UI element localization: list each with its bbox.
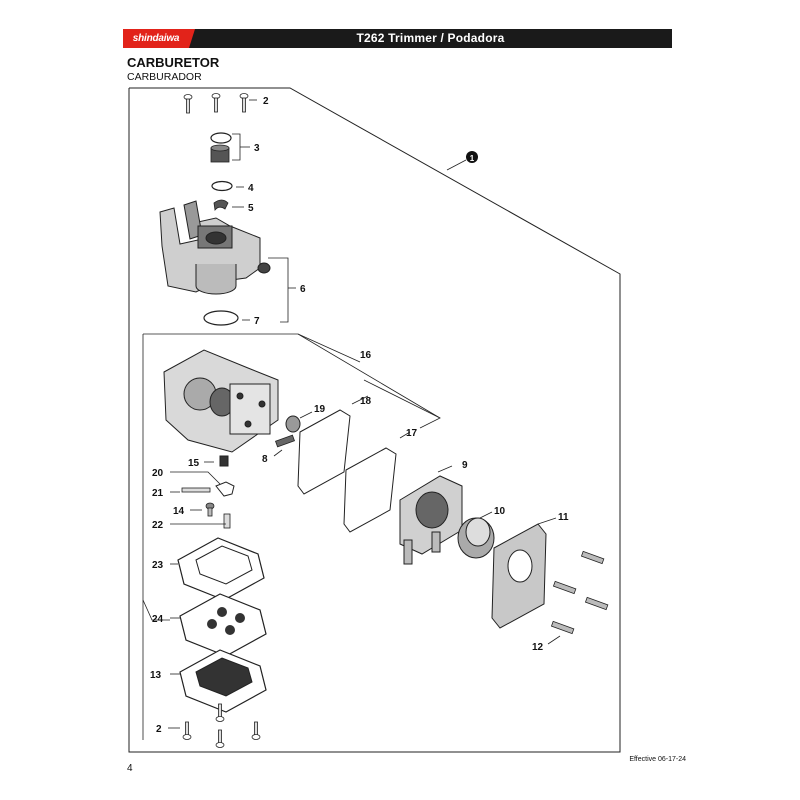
needle-8: [275, 434, 295, 448]
callout-7: 7: [254, 316, 260, 327]
effective-date: Effective 06-17-24: [629, 756, 686, 763]
callout-10: 10: [494, 506, 506, 517]
callout-15: 15: [188, 458, 200, 469]
needle-valve-22: [223, 513, 231, 529]
washer-4: [211, 180, 233, 192]
callout-24: 24: [152, 614, 164, 625]
o-ring-3: [210, 132, 232, 144]
callout-1-badge: [466, 151, 478, 163]
callout-22: 22: [152, 520, 164, 531]
callout-9: 9: [462, 460, 468, 471]
diaphragm-24: [179, 593, 267, 657]
callout-18: 18: [360, 396, 372, 407]
screw-14: [205, 502, 215, 517]
carb-housing-16: [163, 349, 279, 453]
assembly-outline: [128, 87, 621, 753]
pin-21: [181, 487, 211, 493]
callout-8: 8: [262, 454, 268, 465]
callout-11: 11: [558, 512, 569, 523]
jet-3: [210, 144, 230, 163]
section-subtitle: CARBURADOR: [127, 71, 202, 83]
screw-12-group: [550, 550, 609, 635]
page-header: shindaiwa T262 Trimmer / Podadora: [123, 29, 672, 48]
cover-11: [491, 523, 547, 629]
callout-19: 19: [314, 404, 326, 415]
callout-21: 21: [152, 488, 164, 499]
gasket-ring-7: [203, 310, 239, 326]
primer-bulb-10: [457, 517, 495, 559]
callout-5: 5: [248, 203, 254, 214]
callout-4: 4: [248, 183, 254, 194]
section-title: CARBURETOR: [127, 55, 220, 70]
callout-1: 1: [470, 154, 475, 163]
diaphragm-24-holes: [207, 607, 245, 635]
screw-bottom-group: [182, 703, 261, 748]
lever-20: [215, 481, 235, 497]
callout-14: 14: [173, 506, 185, 517]
gasket-18: [297, 409, 351, 495]
page-number: 4: [127, 763, 133, 774]
callout-20: 20: [152, 468, 164, 479]
screw-top-group: [183, 93, 249, 114]
pump-body-9: [399, 475, 463, 565]
header-title: T262 Trimmer / Podadora: [356, 31, 505, 45]
callout-2-top: 2: [263, 96, 269, 107]
callout-3: 3: [254, 143, 260, 154]
spring-15: [219, 455, 229, 467]
callout-6: 6: [300, 284, 306, 295]
clip-5: [213, 199, 229, 211]
callout-17: 17: [406, 428, 418, 439]
callout-12: 12: [532, 642, 544, 653]
callout-16: 16: [360, 350, 372, 361]
plug-19: [285, 415, 301, 433]
callout-13: 13: [150, 670, 162, 681]
callout-2-bottom: 2: [156, 724, 162, 735]
carburetor-body-6: [159, 200, 271, 295]
diaphragm-17: [343, 447, 397, 533]
brand-logo: shindaiwa: [123, 29, 195, 48]
callout-23: 23: [152, 560, 164, 571]
